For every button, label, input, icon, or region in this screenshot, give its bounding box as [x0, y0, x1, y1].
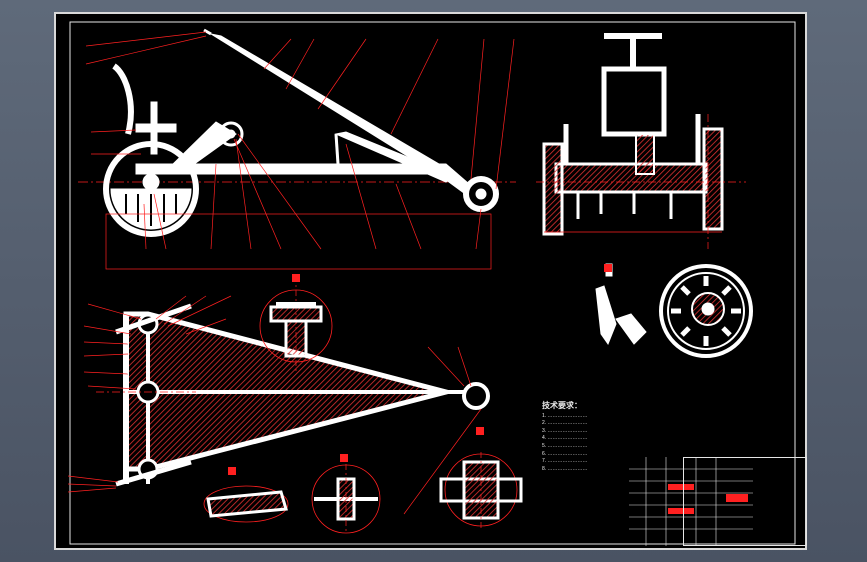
- bracket-part: [595, 263, 647, 346]
- notes-line: 4. ……………………: [542, 435, 588, 442]
- notes-line: 2. ……………………: [542, 420, 588, 427]
- technical-requirements: 技术要求： 1. …………………… 2. …………………… 3. ……………………: [542, 402, 682, 473]
- section-d: [203, 485, 289, 523]
- section-b: [311, 464, 381, 534]
- long-arm: [210, 33, 457, 181]
- side-view: [78, 28, 516, 270]
- notes-line: 5. ……………………: [542, 442, 588, 449]
- section-c: [439, 452, 523, 529]
- notes-line: 7. ……………………: [542, 458, 588, 465]
- wheel-detail: [659, 264, 753, 358]
- bottom-view: [67, 295, 490, 515]
- notes-line: 3. ……………………: [542, 427, 588, 434]
- left-wheel: [103, 141, 199, 237]
- section-a: [259, 276, 333, 374]
- notes-line: 6. ……………………: [542, 450, 588, 457]
- section-markers: [228, 264, 612, 475]
- notes-line: 8. ……………………: [542, 465, 588, 472]
- right-view: [536, 33, 746, 249]
- notes-line: 1. ……………………: [542, 412, 588, 419]
- title-block-frame: [683, 457, 807, 546]
- drawing-frame: 技术要求： 1. …………………… 2. …………………… 3. ……………………: [54, 12, 807, 550]
- inner-border: [69, 21, 796, 545]
- handle-block: [601, 66, 667, 137]
- title-block: [629, 457, 753, 546]
- notes-heading: 技术要求：: [542, 401, 582, 410]
- cad-drawing: [67, 21, 796, 546]
